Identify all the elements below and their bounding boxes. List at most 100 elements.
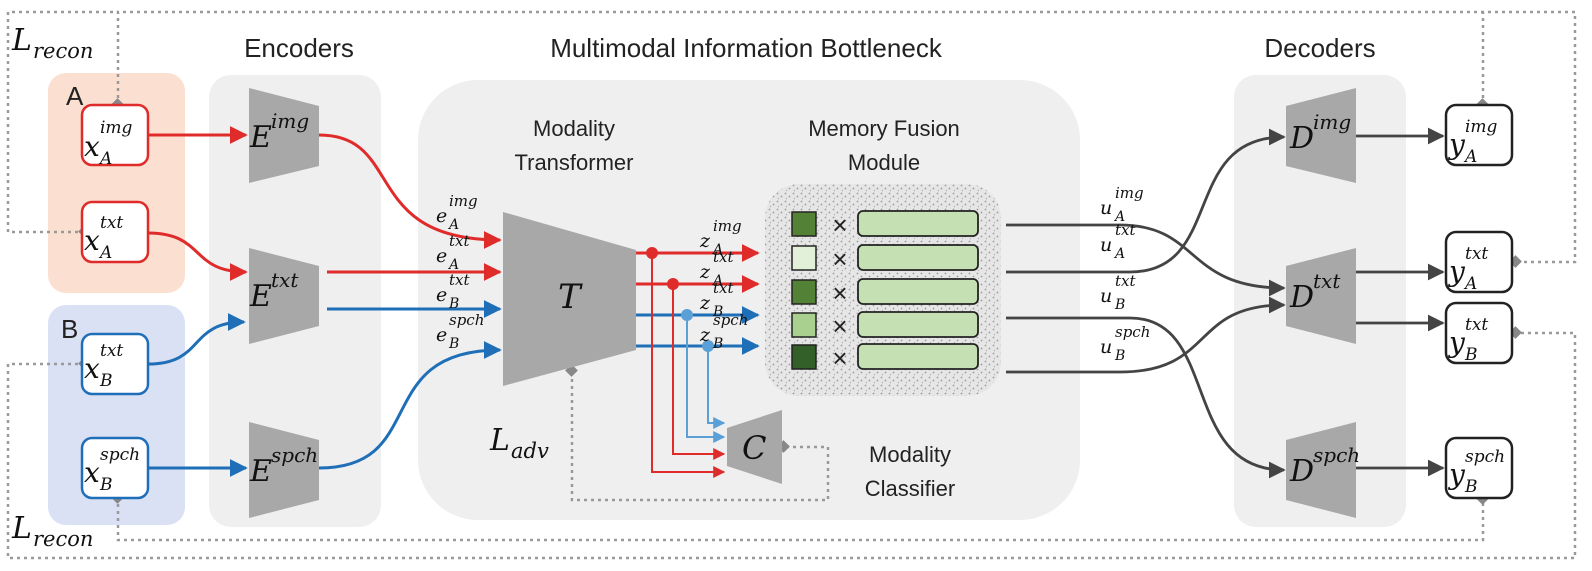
- multiply-symbol: ×: [832, 244, 847, 274]
- svg-text:x: x: [84, 352, 100, 385]
- svg-text:A: A: [711, 273, 723, 289]
- svg-text:L: L: [489, 423, 510, 458]
- memory-slot: [857, 278, 979, 305]
- svg-text:txt: txt: [100, 213, 123, 233]
- output-box-yb-txt: [1444, 301, 1514, 365]
- svg-text:A: A: [447, 257, 459, 273]
- decoder-img-shape: [1286, 88, 1356, 183]
- svg-text:txt: txt: [1313, 269, 1341, 293]
- svg-text:y: y: [1447, 255, 1466, 288]
- adv-loss: L adv: [489, 423, 549, 463]
- multiply-symbol: ×: [832, 210, 847, 240]
- classifier-shape: [727, 410, 782, 484]
- svg-text:E: E: [249, 279, 272, 314]
- label-ub-txt: u txt B: [1100, 272, 1136, 313]
- encoder-spch-shape: [249, 422, 319, 518]
- label-ub-spch: u spch B: [1100, 323, 1150, 364]
- svg-text:A: A: [447, 217, 459, 233]
- label-decoder-img: D img: [1289, 110, 1351, 156]
- svg-text:img: img: [713, 217, 742, 235]
- svg-text:x: x: [84, 456, 100, 489]
- svg-text:img: img: [1465, 117, 1498, 137]
- svg-text:B: B: [712, 336, 723, 352]
- svg-text:B: B: [712, 304, 723, 320]
- memory-slot: [857, 311, 979, 338]
- svg-text:y: y: [1447, 128, 1466, 161]
- output-box-ya-img: [1444, 103, 1514, 167]
- svg-text:z: z: [699, 292, 711, 314]
- weight-cell: [791, 344, 817, 370]
- weight-cell: [791, 211, 817, 237]
- modality-classifier-label-1: Modality: [869, 442, 951, 467]
- svg-text:img: img: [1313, 110, 1351, 134]
- svg-text:e: e: [436, 245, 447, 267]
- label-xa-txt: x txt A: [84, 213, 123, 263]
- label-ya-txt: y txt A: [1447, 244, 1488, 294]
- recon-loss-top: L recon: [11, 23, 93, 63]
- svg-text:B: B: [1114, 297, 1125, 313]
- label-za-img: z img A: [699, 217, 742, 258]
- svg-text:spch: spch: [449, 311, 484, 329]
- recon-loss-bottom: L recon: [11, 511, 93, 551]
- label-eb-spch: e spch B: [436, 311, 484, 352]
- svg-text:u: u: [1100, 336, 1112, 358]
- svg-text:txt: txt: [100, 341, 123, 361]
- classifier-label: C: [742, 429, 766, 467]
- label-ea-txt: e txt A: [436, 232, 470, 273]
- svg-text:img: img: [271, 109, 309, 133]
- svg-text:txt: txt: [1115, 221, 1136, 239]
- svg-text:u: u: [1100, 234, 1112, 256]
- label-ya-img: y img A: [1447, 117, 1498, 167]
- label-ea-img: e img A: [436, 192, 478, 233]
- flow-xa-txt: [147, 231, 248, 281]
- svg-text:txt: txt: [1465, 315, 1488, 335]
- decoders-title: Decoders: [1264, 33, 1375, 63]
- svg-text:L: L: [11, 511, 32, 546]
- branch-points: [646, 247, 714, 352]
- svg-text:img: img: [1115, 184, 1144, 202]
- adv-loss-path: [570, 372, 830, 502]
- svg-text:img: img: [449, 192, 478, 210]
- label-zb-txt: z txt B: [699, 279, 734, 320]
- svg-text:e: e: [436, 205, 447, 227]
- svg-text:B: B: [448, 296, 459, 312]
- svg-text:A: A: [1463, 274, 1477, 294]
- svg-text:A: A: [1463, 147, 1477, 167]
- label-xa-img: x img A: [84, 118, 133, 169]
- svg-text:txt: txt: [449, 232, 470, 250]
- svg-text:L: L: [11, 23, 32, 58]
- output-box-ya-txt: [1444, 230, 1514, 294]
- encoder-txt-shape: [249, 248, 319, 344]
- memory-fusion-label-1: Memory Fusion: [808, 116, 960, 141]
- label-encoder-img: E img: [249, 109, 309, 155]
- flow-ub-txt: [1006, 316, 1286, 479]
- svg-text:B: B: [99, 371, 113, 391]
- recon-loss-paths: [6, 10, 1577, 560]
- group-a-label: A: [66, 81, 84, 111]
- svg-text:u: u: [1100, 197, 1112, 219]
- svg-text:z: z: [699, 261, 711, 283]
- svg-text:recon: recon: [33, 39, 93, 63]
- label-xb-txt: x txt B: [84, 341, 123, 391]
- svg-text:e: e: [436, 284, 447, 306]
- svg-text:A: A: [98, 243, 112, 263]
- svg-text:E: E: [249, 454, 272, 489]
- weight-cell: [791, 245, 817, 271]
- svg-text:A: A: [1113, 209, 1125, 225]
- svg-text:D: D: [1289, 454, 1314, 489]
- svg-text:B: B: [1114, 348, 1125, 364]
- svg-text:spch: spch: [100, 445, 140, 465]
- decoder-spch-shape: [1286, 422, 1356, 518]
- svg-text:B: B: [99, 475, 113, 495]
- flow-ua-img: [1006, 223, 1286, 297]
- svg-text:z: z: [699, 230, 711, 252]
- svg-text:recon: recon: [33, 527, 93, 551]
- memory-slot: [857, 244, 979, 271]
- svg-text:txt: txt: [713, 279, 734, 297]
- label-yb-spch: y spch B: [1447, 447, 1505, 497]
- label-eb-txt: e txt B: [436, 271, 470, 312]
- svg-text:y: y: [1447, 326, 1466, 359]
- svg-text:txt: txt: [1115, 272, 1136, 290]
- weight-cell: [791, 279, 817, 305]
- encoder-img-shape: [249, 88, 319, 183]
